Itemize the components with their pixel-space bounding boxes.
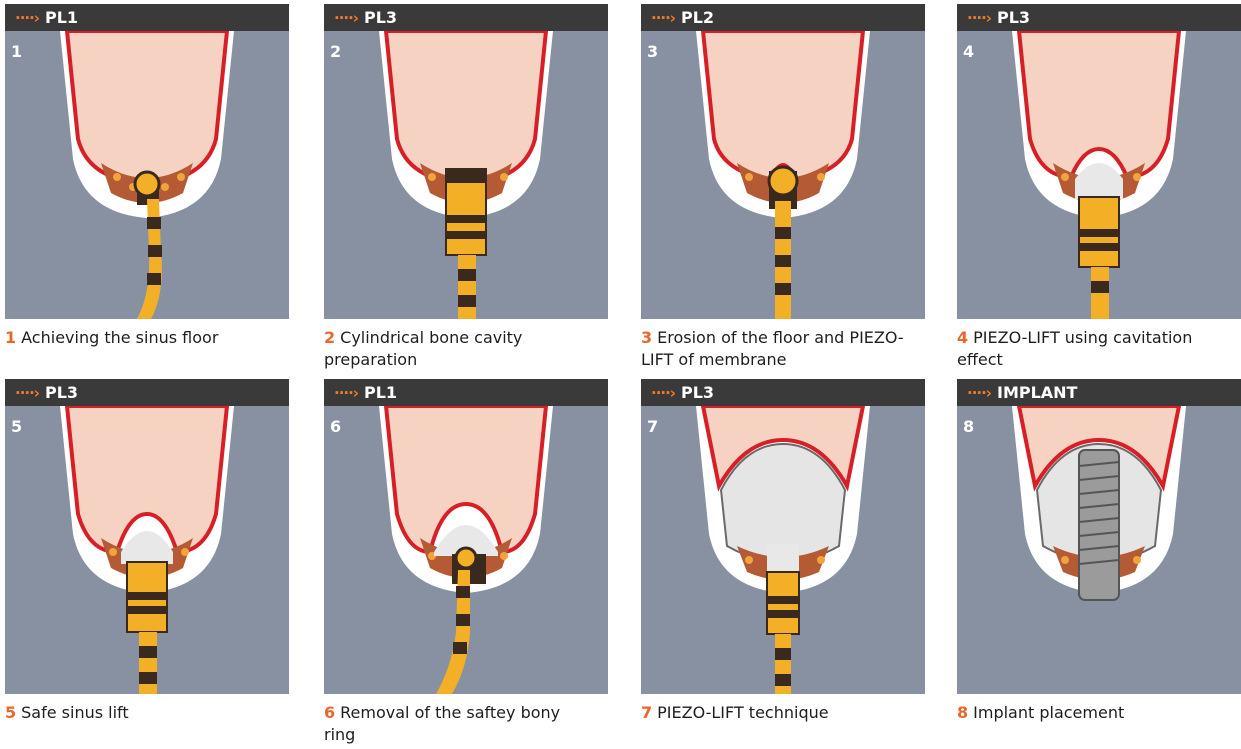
- illustration: [957, 406, 1241, 694]
- tool-header: ····› IMPLANT: [957, 379, 1241, 406]
- step-number: 5: [11, 417, 22, 436]
- caption-number: 7: [641, 703, 652, 722]
- caption-number: 4: [957, 328, 968, 347]
- caption-number: 3: [641, 328, 652, 347]
- caption-text: PIEZO-LIFT technique: [657, 703, 828, 722]
- dotted-arrow-icon: ····›: [15, 9, 39, 27]
- tool-header: ····› PL3: [324, 4, 608, 31]
- step-number: 4: [963, 42, 974, 61]
- step-caption: 8 Implant placement: [957, 702, 1227, 724]
- caption-text: PIEZO-LIFT using cavitation effect: [957, 328, 1192, 369]
- caption-text: Erosion of the floor and PIEZO-LIFT of m…: [641, 328, 904, 369]
- illustration: [324, 406, 608, 694]
- caption-text: Achieving the sinus floor: [21, 328, 218, 347]
- dotted-arrow-icon: ····›: [334, 9, 358, 27]
- tool-label: PL1: [364, 383, 397, 402]
- tool-label: PL3: [997, 8, 1030, 27]
- caption-text: Cylindrical bone cavity preparation: [324, 328, 522, 369]
- caption-text: Removal of the saftey bony ring: [324, 703, 560, 744]
- illustration: [641, 31, 925, 319]
- tool-header: ····› PL3: [5, 379, 289, 406]
- illustration: [957, 31, 1241, 319]
- illustration: [324, 31, 608, 319]
- caption-number: 6: [324, 703, 335, 722]
- step-caption: 5 Safe sinus lift: [5, 702, 275, 724]
- illustration: [641, 406, 925, 694]
- tool-label: PL1: [45, 8, 78, 27]
- dotted-arrow-icon: ····›: [651, 384, 675, 402]
- tool-label: PL3: [364, 8, 397, 27]
- tool-label: PL3: [681, 383, 714, 402]
- step-number: 3: [647, 42, 658, 61]
- tool-label: PL2: [681, 8, 714, 27]
- dotted-arrow-icon: ····›: [651, 9, 675, 27]
- dotted-arrow-icon: ····›: [334, 384, 358, 402]
- tool-header: ····› PL1: [324, 379, 608, 406]
- step-number: 8: [963, 417, 974, 436]
- tool-label: PL3: [45, 383, 78, 402]
- caption-number: 8: [957, 703, 968, 722]
- dotted-arrow-icon: ····›: [967, 384, 991, 402]
- dotted-arrow-icon: ····›: [15, 384, 39, 402]
- tool-header: ····› PL3: [641, 379, 925, 406]
- step-caption: 7 PIEZO-LIFT technique: [641, 702, 911, 724]
- caption-number: 1: [5, 328, 16, 347]
- tool-header: ····› PL2: [641, 4, 925, 31]
- illustration: [5, 31, 289, 319]
- step-number: 7: [647, 417, 658, 436]
- step-caption: 1 Achieving the sinus floor: [5, 327, 275, 349]
- caption-number: 5: [5, 703, 16, 722]
- dotted-arrow-icon: ····›: [967, 9, 991, 27]
- caption-text: Safe sinus lift: [21, 703, 129, 722]
- caption-text: Implant placement: [973, 703, 1124, 722]
- tool-label: IMPLANT: [997, 383, 1077, 402]
- tool-header: ····› PL1: [5, 4, 289, 31]
- tool-header: ····› PL3: [957, 4, 1241, 31]
- step-number: 6: [330, 417, 341, 436]
- step-number: 2: [330, 42, 341, 61]
- step-number: 1: [11, 42, 22, 61]
- caption-number: 2: [324, 328, 335, 347]
- illustration: [5, 406, 289, 694]
